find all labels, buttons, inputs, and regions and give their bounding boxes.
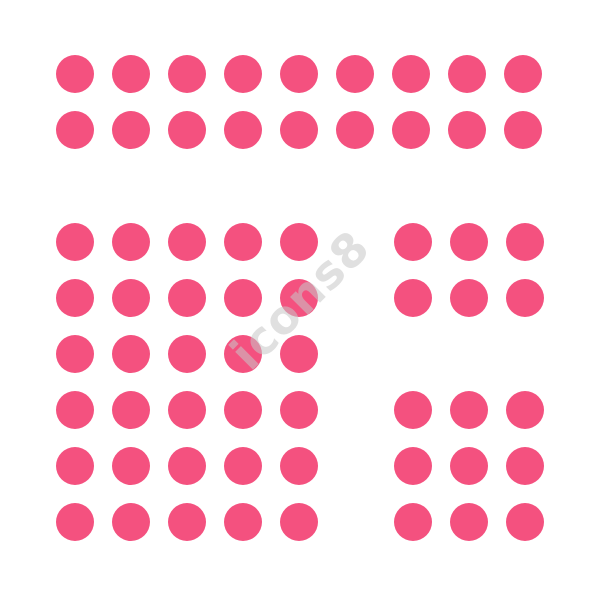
dot (506, 447, 544, 485)
dot (112, 111, 150, 149)
dot (394, 279, 432, 317)
dot (224, 335, 262, 373)
dot (448, 55, 486, 93)
dot (168, 335, 206, 373)
dot (56, 111, 94, 149)
dot (168, 391, 206, 429)
dot (394, 447, 432, 485)
dot (450, 447, 488, 485)
dot (56, 503, 94, 541)
dot (280, 391, 318, 429)
dot (56, 447, 94, 485)
dot (56, 335, 94, 373)
dot (112, 55, 150, 93)
dot (506, 223, 544, 261)
dot (168, 223, 206, 261)
dot (450, 223, 488, 261)
dot (112, 503, 150, 541)
dot (56, 223, 94, 261)
dot (56, 55, 94, 93)
dot (280, 447, 318, 485)
dot (112, 279, 150, 317)
dot (448, 111, 486, 149)
dot (224, 111, 262, 149)
dot (224, 391, 262, 429)
dot (450, 391, 488, 429)
dot (280, 55, 318, 93)
dot (394, 223, 432, 261)
dot (56, 391, 94, 429)
dot (112, 223, 150, 261)
dot (506, 503, 544, 541)
dot (168, 55, 206, 93)
dot (112, 447, 150, 485)
dot (224, 55, 262, 93)
dot (506, 391, 544, 429)
dot (168, 111, 206, 149)
dot (168, 503, 206, 541)
dot (394, 391, 432, 429)
dot (392, 55, 430, 93)
dot (224, 503, 262, 541)
dot (280, 335, 318, 373)
dot (56, 279, 94, 317)
dot (112, 335, 150, 373)
dot (506, 279, 544, 317)
dot (450, 503, 488, 541)
dot (336, 55, 374, 93)
dot (112, 391, 150, 429)
dot (168, 279, 206, 317)
dot (504, 55, 542, 93)
dot (224, 447, 262, 485)
dot (504, 111, 542, 149)
dot (280, 503, 318, 541)
dot (336, 111, 374, 149)
dot (224, 223, 262, 261)
dot (280, 111, 318, 149)
dot (168, 447, 206, 485)
dot (394, 503, 432, 541)
dot (224, 279, 262, 317)
dot (450, 279, 488, 317)
dot (280, 279, 318, 317)
dot (280, 223, 318, 261)
dot (392, 111, 430, 149)
